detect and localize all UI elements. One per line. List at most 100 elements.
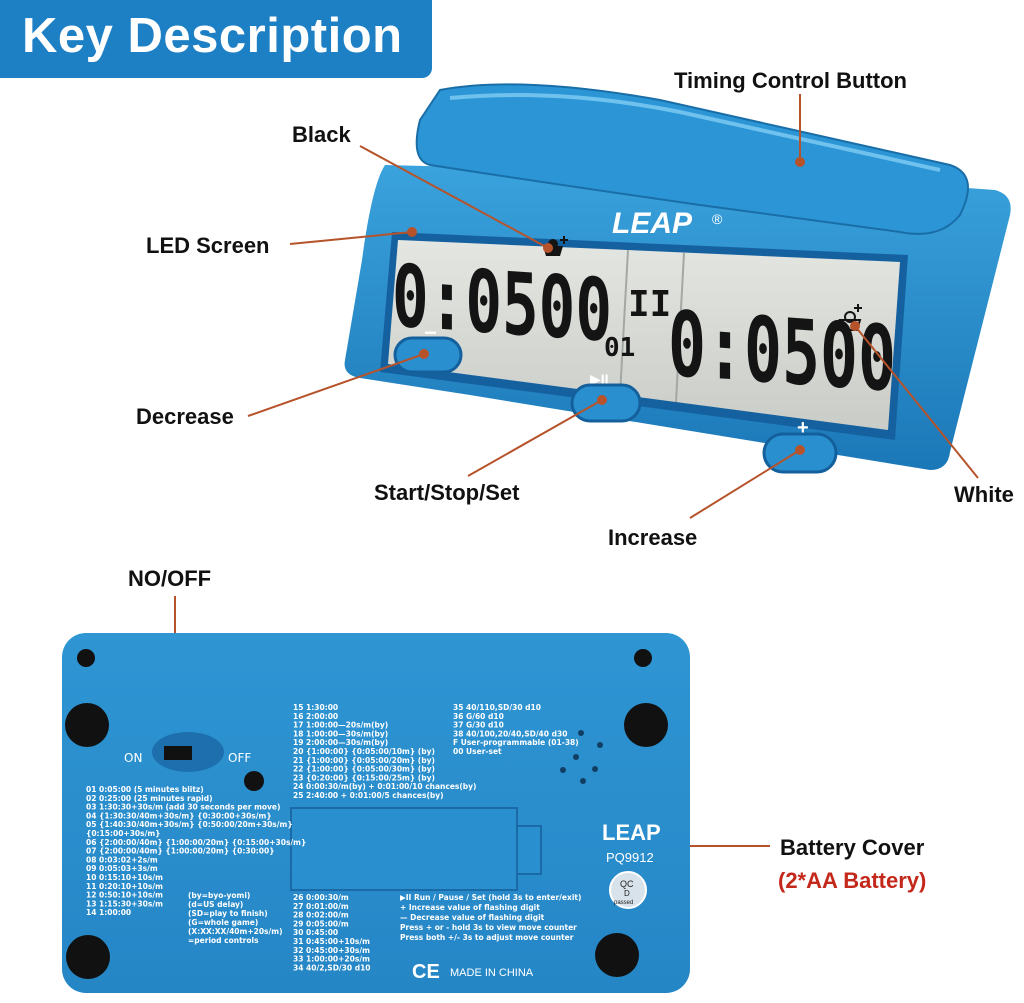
plus-glyph: +: [797, 417, 809, 439]
mode-line: 11 0:20:10+10s/m: [86, 882, 163, 891]
qc-text: QC: [620, 879, 634, 889]
mode-line: 08 0:03:02+2s/m: [86, 855, 158, 864]
mode-line: 30 0:45:00: [293, 928, 338, 937]
mode-line: 07 {2:00:00/40m} {1:00:00/20m} {0:30:00}: [86, 847, 275, 856]
decrease-label: Decrease: [136, 404, 234, 429]
button-instructions: ▶II Run / Pause / Set (hold 3s to enter/…: [400, 893, 581, 942]
instruction-line: Press both +/- 3s to adjust move counter: [400, 933, 574, 942]
chess-clock-back: ON OFF LEAP PQ9912 QC D passed CE MADE I…: [62, 633, 690, 993]
led-screen-label: LED Screen: [146, 233, 270, 258]
black-label: Black: [292, 122, 351, 147]
mode-line: 19 2:00:00—30s/m(by): [293, 738, 388, 747]
switch-off-label: OFF: [228, 751, 251, 765]
page-title: Key Description: [22, 9, 403, 63]
mode-line: F User-programmable (01-38): [453, 738, 579, 747]
mode-line: 22 {1:00:00} {0:05:00/30m} (by): [293, 765, 435, 774]
battery-cover[interactable]: [290, 807, 518, 891]
white-label: White: [954, 482, 1014, 507]
instruction-line: Press + or - hold 3s to view move counte…: [400, 923, 577, 932]
mode-line: 02 0:25:00 (25 minutes rapid): [86, 794, 213, 803]
mode-line: 34 40/2,SD/30 d10: [293, 963, 371, 972]
no-off-label: NO/OFF: [128, 566, 212, 591]
qc-grade: D: [624, 889, 630, 898]
mode-line: 29 0:05:00/m: [293, 919, 349, 928]
pause-indicator: II: [628, 284, 671, 325]
legend-line: (SD=play to finish): [188, 909, 268, 918]
speaker-icon: [560, 730, 603, 784]
battery-type-label: (2*AA Battery): [778, 868, 927, 893]
battery-cover-latch[interactable]: [516, 825, 542, 875]
instruction-line: — Decrease value of flashing digit: [400, 913, 545, 922]
instruction-line: ▶II Run / Pause / Set (hold 3s to enter/…: [400, 893, 581, 902]
mode-line: 20 {1:00:00} {0:05:00/10m} (by): [293, 747, 435, 756]
mode-line: 24 0:00:30/m(by) + 0:01:00/10 chances(by…: [293, 782, 477, 791]
mode-list-bottom: 26 0:00:30/m27 0:01:00/m28 0:02:00/m29 0…: [293, 893, 371, 972]
white-time-display: 0:0500: [668, 292, 896, 413]
mode-line: 12 0:50:10+10s/m: [86, 891, 163, 900]
mode-line: 04 {1:30:30/40m+30s/m} {0:30:00+30s/m}: [86, 811, 272, 820]
mode-line: 32 0:45:00+30s/m: [293, 946, 370, 955]
lcd-divider-left: [619, 249, 629, 396]
mode-line: 15 1:30:00: [293, 703, 338, 712]
mode-line: 10 0:15:10+10s/m: [86, 873, 163, 882]
move-counter: 01: [604, 333, 635, 363]
brand-logo: LEAP: [612, 207, 693, 240]
mode-line: 14 1:00:00: [86, 908, 131, 917]
power-switch[interactable]: [164, 746, 192, 760]
legend-line: (X:XX:XX/40m+20s/m): [188, 927, 283, 936]
mode-line: 26 0:00:30/m: [293, 893, 349, 902]
start-stop-set-label: Start/Stop/Set: [374, 480, 520, 505]
increase-label: Increase: [608, 525, 698, 550]
mode-line: 36 G/60 d10: [453, 712, 504, 721]
made-in-china: MADE IN CHINA: [450, 967, 534, 979]
mode-line: 33 1:00:00+20s/m: [293, 955, 370, 964]
mode-line: 16 2:00:00: [293, 712, 338, 721]
legend-line: (G=whole game): [188, 918, 258, 927]
mode-line: 37 G/30 d10: [453, 721, 504, 730]
lever-highlight: [449, 93, 941, 172]
title-badge: Key Description: [0, 0, 432, 78]
mode-line: 13 1:15:30+30s/m: [86, 899, 163, 908]
qc-sticker: [609, 871, 647, 909]
mode-line: 09 0:05:03+3s/m: [86, 864, 158, 873]
mode-line: 28 0:02:00/m: [293, 911, 349, 920]
mode-line: 35 40/110,SD/30 d10: [453, 703, 541, 712]
mode-list-left: 01 0:05:00 (5 minutes blitz)02 0:25:00 (…: [86, 785, 306, 917]
mode-line: 21 {1:00:00} {0:05:00/20m} (by): [293, 756, 435, 765]
model-number: PQ9912: [606, 850, 654, 865]
mode-line: 25 2:40:00 + 0:01:00/5 chances(by): [293, 791, 444, 800]
mode-line: 05 {1:40:30/40m+30s/m} {0:50:00/20m+30s/…: [86, 820, 293, 829]
timing-control-button[interactable]: [415, 83, 969, 235]
legend-line: (by=byo-yomi): [188, 891, 250, 900]
legend-line: =period controls: [188, 936, 259, 945]
mode-line: 27 0:01:00/m: [293, 902, 349, 911]
mode-line: 01 0:05:00 (5 minutes blitz): [86, 785, 204, 794]
mode-line: 06 {2:00:00/40m} {1:00:00/20m} {0:15:00+…: [86, 838, 306, 847]
mode-line: 17 1:00:00—20s/m(by): [293, 721, 388, 730]
mode-line: 03 1:30:30+30s/m (add 30 seconds per mov…: [86, 803, 280, 812]
notation-legend: (by=byo-yomi)(d=US delay)(SD=play to fin…: [188, 891, 283, 945]
registered-mark: ®: [712, 211, 723, 227]
legend-line: (d=US delay): [188, 900, 243, 909]
timing-control-button-label: Timing Control Button: [674, 68, 907, 93]
switch-on-label: ON: [124, 751, 142, 765]
play-pause-glyph: ▶II: [590, 371, 609, 387]
ce-mark: CE: [412, 961, 440, 983]
qc-passed: passed: [614, 900, 633, 906]
chess-clock-front: LEAP ® 0:0500 0:0500 II 01 − ▶II +: [344, 83, 1011, 474]
instruction-line: + Increase value of flashing digit: [400, 903, 540, 912]
mode-line: 23 {0:20:00} {0:15:00/25m} (by): [293, 773, 435, 782]
led-screen: [388, 240, 900, 430]
rubber-foot: [65, 703, 109, 747]
back-brand-logo: LEAP: [602, 820, 661, 845]
mode-line: 00 User-set: [453, 747, 502, 756]
mode-line: 18 1:00:00—30s/m(by): [293, 729, 388, 738]
lcd-divider-right: [675, 252, 685, 403]
battery-cover-label: Battery Cover: [780, 835, 925, 860]
mode-line: 38 40/100,20/40,SD/40 d30: [453, 729, 567, 738]
mode-line: 31 0:45:00+10s/m: [293, 937, 370, 946]
mode-line: {0:15:00+30s/m}: [86, 829, 161, 838]
